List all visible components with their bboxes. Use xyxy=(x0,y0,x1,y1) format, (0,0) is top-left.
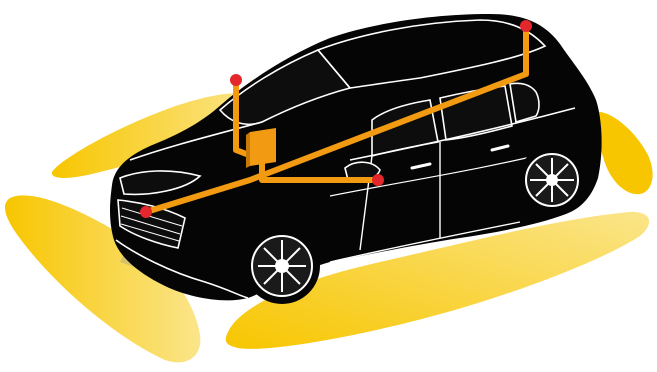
sensor-side-mirror xyxy=(372,174,384,186)
control-unit-side xyxy=(246,132,250,168)
coverage-lobe-rear-right xyxy=(594,112,653,194)
sensor-front-bumper xyxy=(140,206,152,218)
sensor-roof-front xyxy=(230,74,242,86)
sensor-roof-rear xyxy=(520,20,532,32)
control-unit xyxy=(246,128,276,168)
wheel-rear xyxy=(518,146,586,214)
wheel-front xyxy=(244,228,320,304)
control-unit-box xyxy=(250,128,276,166)
